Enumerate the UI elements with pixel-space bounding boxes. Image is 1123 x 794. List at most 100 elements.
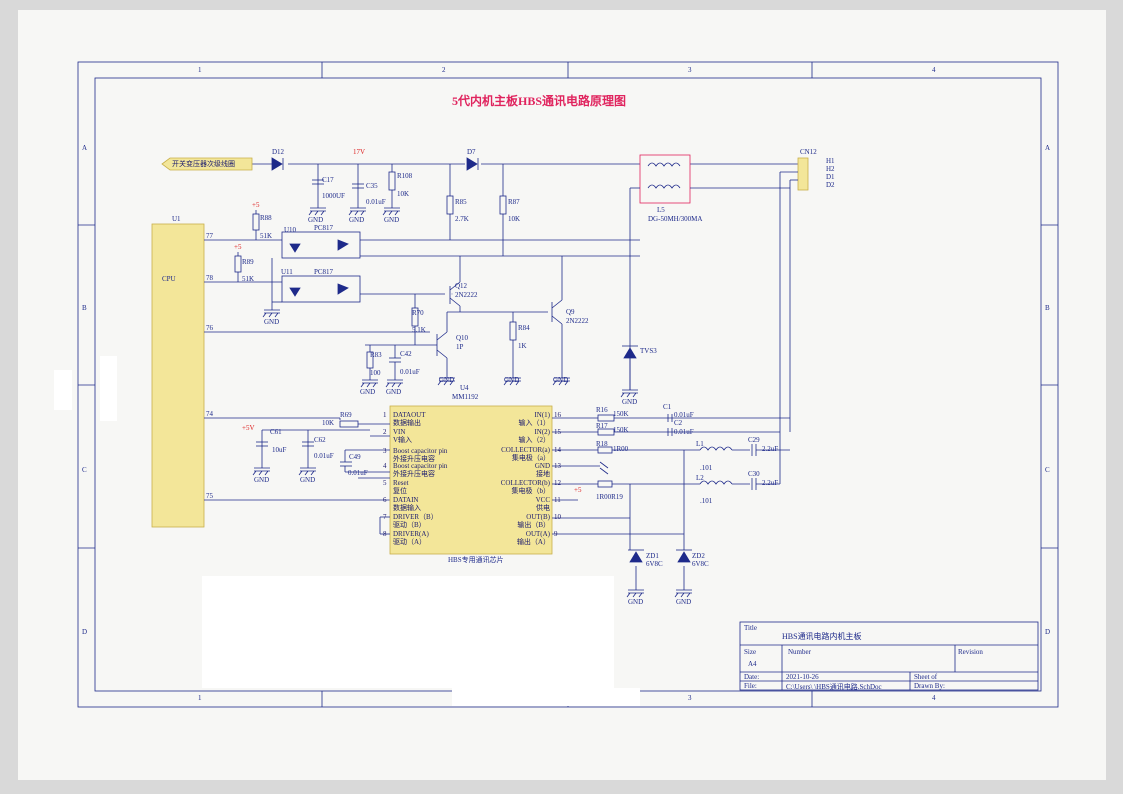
r87-label: R87 — [508, 198, 520, 206]
redaction-left — [54, 370, 72, 410]
q10-label: Q10 — [456, 334, 469, 342]
q12-label: Q12 — [455, 282, 468, 290]
hbs-right-pin-cn: 输出（A） — [516, 538, 550, 546]
hbs-right-pin-number: 13 — [554, 462, 561, 470]
l1-value: .101 — [700, 464, 713, 472]
l1-label: L1 — [696, 440, 704, 448]
hbs-left-pin-number: 5 — [383, 479, 387, 487]
title-block-date-label: Date: — [744, 673, 760, 681]
hbs-left-pin-cn: 外接升压电容 — [393, 470, 435, 478]
d7-label: D7 — [467, 148, 476, 156]
cpu-pin-75: 75 — [206, 492, 213, 500]
r108-label: R108 — [397, 172, 413, 180]
r89-supply-label: +5 — [234, 243, 242, 251]
c17-label: C17 — [322, 176, 334, 184]
r83-value: 100 — [370, 369, 381, 377]
col-marker-4-top: 4 — [932, 66, 936, 74]
hbs-left-pin-number: 2 — [383, 428, 387, 436]
pc817-a-label: PC817 — [314, 224, 334, 232]
gnd-label: GND — [386, 388, 402, 396]
hbs-right-pin-number: 11 — [554, 496, 561, 504]
l5-value: DG-50MH/300MA — [648, 215, 703, 223]
hbs-left-pin-number: 3 — [383, 447, 387, 455]
hbs-left-pin-cn: 数据输出 — [393, 419, 421, 427]
cn12-pin-d1: D1 — [826, 173, 835, 181]
hbs-right-pin-cn: 接地 — [536, 470, 550, 478]
gnd-label: GND — [384, 216, 400, 224]
hbs-right-pin-number: 15 — [554, 428, 561, 436]
hbs-right-pin-cn: 输入（2） — [518, 436, 551, 444]
cpu-pin-78: 78 — [206, 274, 213, 282]
plus-5v-label: +5V — [242, 424, 255, 432]
q12-value: 2N2222 — [455, 291, 478, 299]
harness-connector-flag — [161, 157, 253, 171]
gnd-label: GND — [676, 598, 692, 606]
row-marker-a-left: A — [82, 144, 88, 152]
c62-label: C62 — [314, 436, 326, 444]
title-block-sheet-label: Sheet of — [914, 673, 938, 681]
row-marker-b-left: B — [82, 304, 87, 312]
gnd-label: GND — [439, 376, 455, 384]
r16-label: R16 — [596, 406, 608, 414]
hbs-right-pin-number: 12 — [554, 479, 561, 487]
title-block-frame — [739, 621, 1039, 691]
gnd-label: GND — [349, 216, 365, 224]
hbs-right-pin-name: VCC — [535, 496, 550, 504]
hbs-right-pin-cn: 集电极（b） — [511, 487, 551, 495]
r85-label: R85 — [455, 198, 467, 206]
q10-value: 1P — [456, 343, 464, 351]
title-block-title: HBS通讯电路内机主板 — [782, 632, 862, 641]
gnd-label: GND — [308, 216, 324, 224]
hbs-left-pin-cn: 复位 — [393, 487, 407, 495]
tvs3-label: TVS3 — [640, 347, 657, 355]
c42-value: 0.01uF — [400, 368, 420, 376]
c2-label: C2 — [674, 419, 683, 427]
cn12-pin-h1: H1 — [826, 157, 835, 165]
hbs-right-pin-name: COLLECTOR(b) — [500, 479, 550, 487]
row-marker-c-right: C — [1045, 466, 1050, 474]
r16-value: 150K — [613, 410, 629, 418]
hbs-right-pin-name: OUT(A) — [525, 530, 550, 538]
cpu-pin-74: 74 — [206, 410, 213, 418]
l5-label: L5 — [657, 206, 665, 214]
c1-label: C1 — [663, 403, 672, 411]
hbs-right-pin-name: GND — [534, 462, 550, 470]
hbs-left-pin-cn: V输入 — [393, 436, 413, 444]
gnd-label: GND — [622, 398, 638, 406]
hbs-right-pin-name: OUT(B) — [526, 513, 550, 521]
hbs-right-pin-cn: 供电 — [536, 504, 550, 512]
c35-label: C35 — [366, 182, 378, 190]
r89-value: 51K — [242, 275, 255, 283]
hbs-left-pin-name: DATAIN — [393, 496, 419, 504]
title-block-file: C:\Users\ \HBS通讯电路.SchDoc — [786, 683, 882, 691]
hbs-right-pin-cn: 集电极（a） — [511, 454, 550, 462]
col-marker-3-bottom: 3 — [688, 694, 692, 702]
cpu-label: CPU — [162, 275, 176, 283]
r84-value: 1K — [518, 342, 527, 350]
hbs-left-pin-cn: 外接升压电容 — [393, 455, 435, 463]
title-block-date: 2021-10-26 — [786, 673, 819, 681]
hbs-right-pin-name: IN(1) — [534, 411, 550, 419]
hbs-left-pin-name: Boost capacitor pin — [393, 447, 448, 455]
zd1-label: ZD1 — [646, 552, 659, 560]
row-marker-b-right: B — [1045, 304, 1050, 312]
r17-value: 150K — [613, 426, 629, 434]
row-marker-d-left: D — [82, 628, 88, 636]
redaction-bottom — [202, 576, 614, 688]
c17-value: 1000UF — [322, 192, 345, 200]
u4-value: MM1192 — [452, 393, 479, 401]
r88-value: 51K — [260, 232, 273, 240]
hbs-left-pin-number: 4 — [383, 462, 387, 470]
hbs-left-pin-name: DATAOUT — [393, 411, 426, 419]
col-marker-3-top: 3 — [688, 66, 692, 74]
row-marker-c-left: C — [82, 466, 87, 474]
c35-value: 0.01uF — [366, 198, 386, 206]
r89-label: R89 — [242, 258, 254, 266]
hbs-right-pin-name: IN(2) — [534, 428, 550, 436]
hbs-right-pin-number: 9 — [554, 530, 558, 538]
hbs-right-pin-cn: 输入（1） — [518, 419, 551, 427]
hbs-left-pin-number: 1 — [383, 411, 387, 419]
r83-label: R83 — [370, 351, 382, 359]
r17-label: R17 — [596, 422, 608, 430]
